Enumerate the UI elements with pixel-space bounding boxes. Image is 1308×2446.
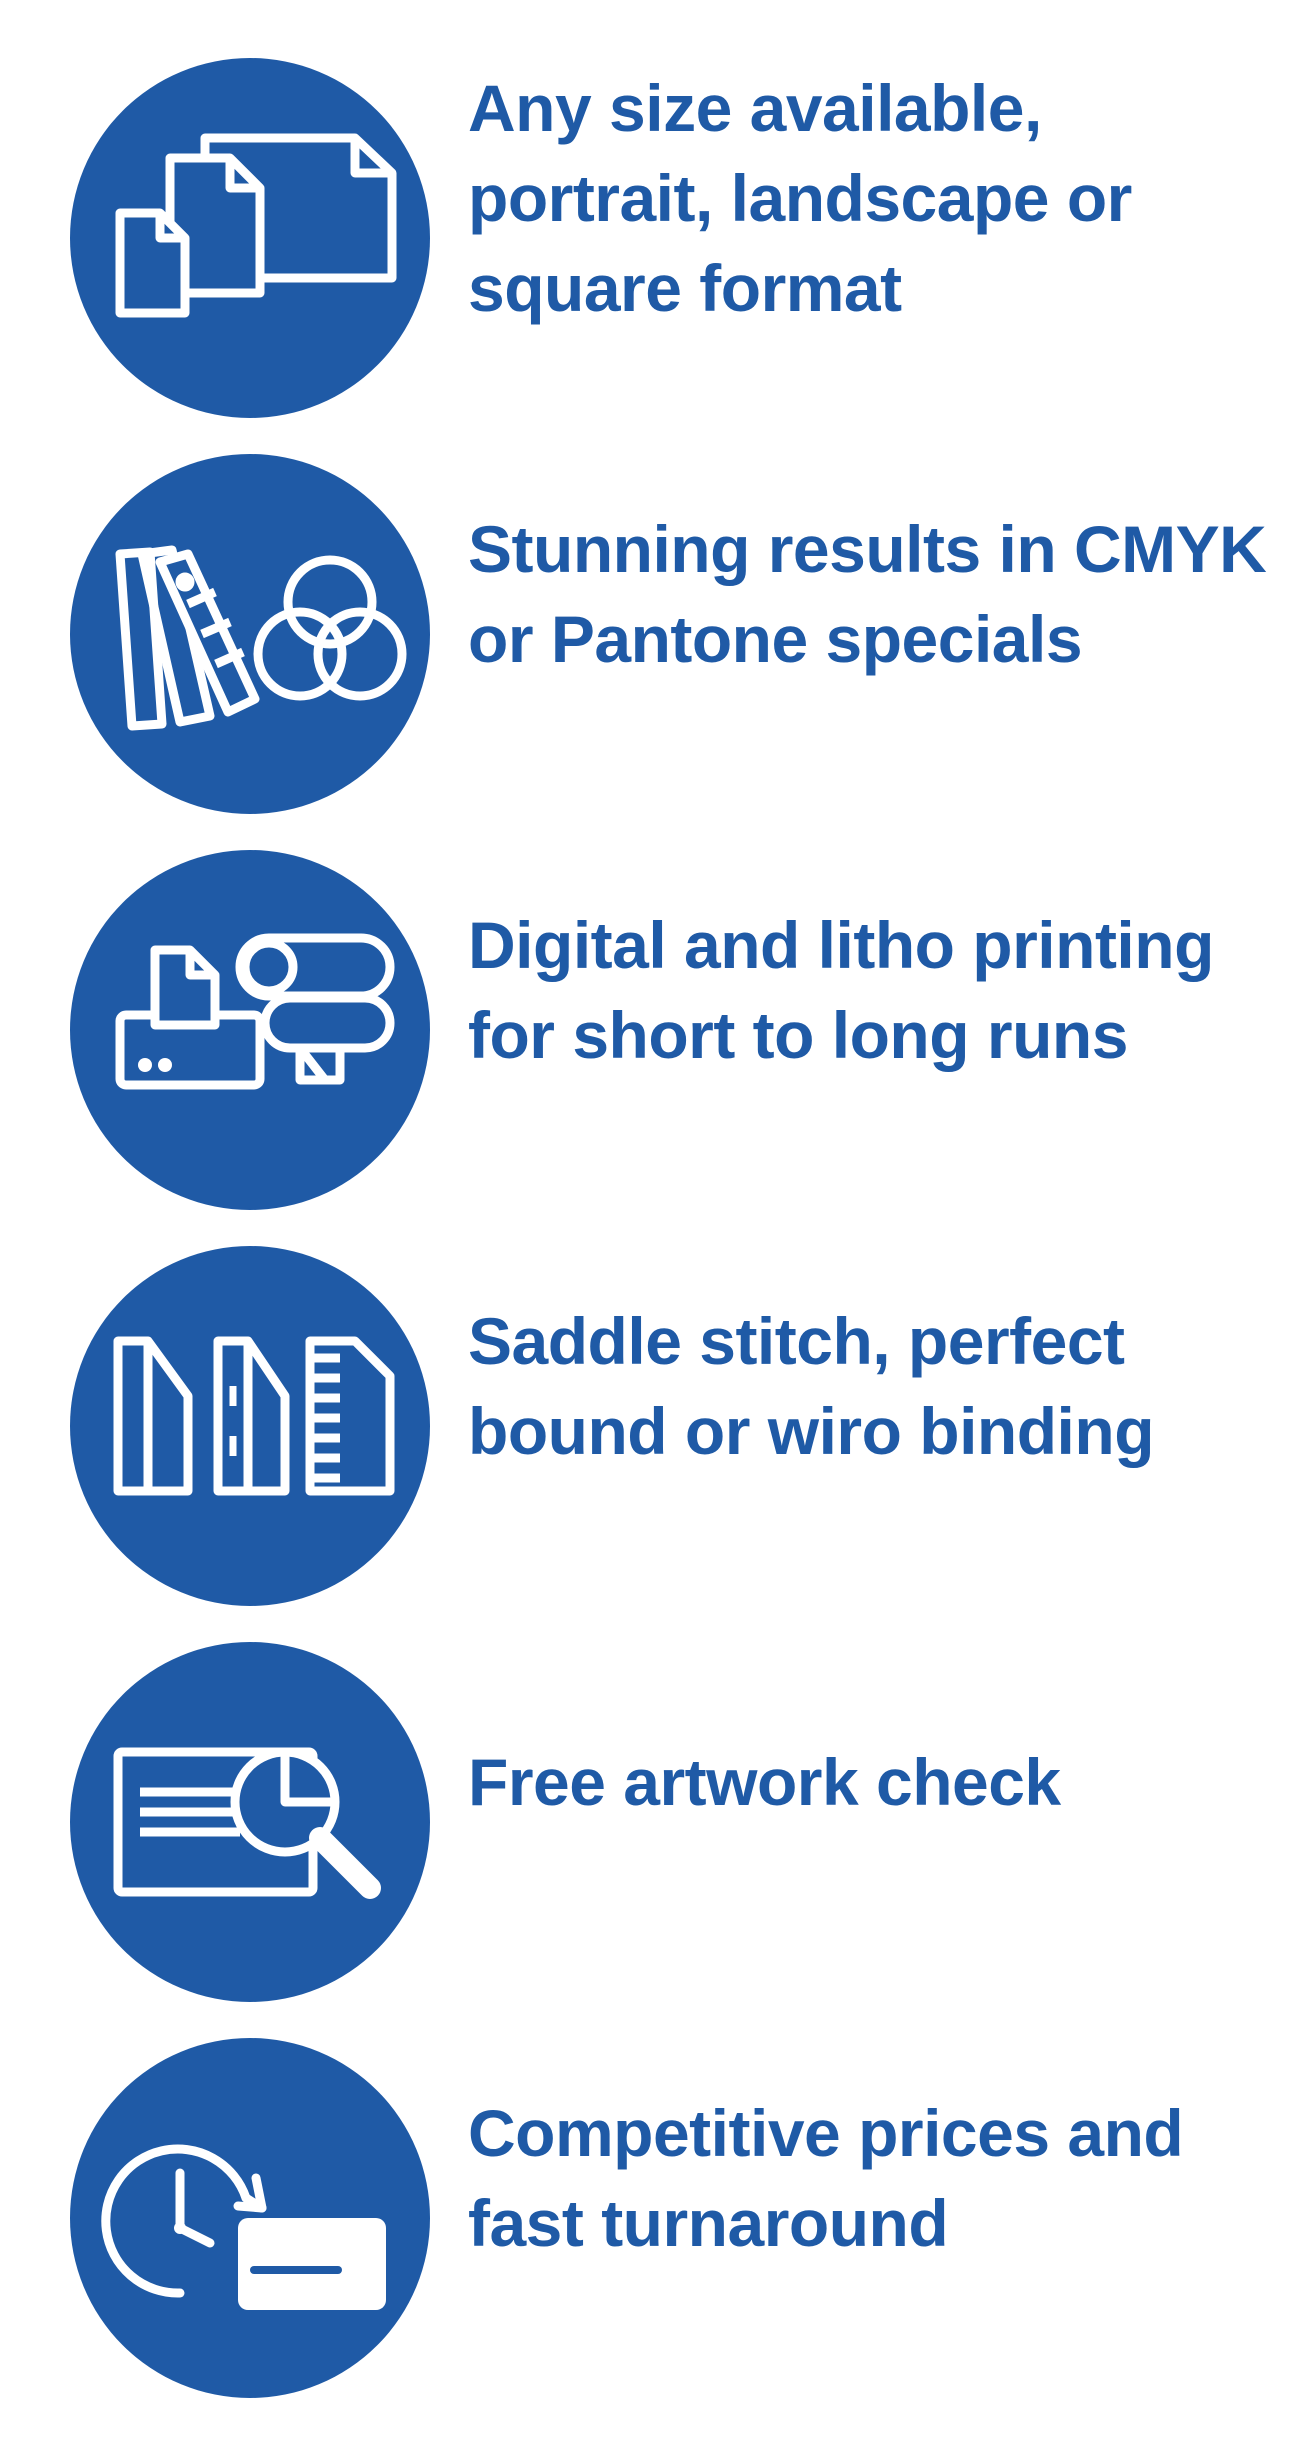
icon-circle [70,454,430,814]
feature-item-prices: Competitive prices and fast turnaround [0,1980,1308,2398]
feature-item-size: Any size available, portrait, landscape … [0,0,1308,418]
feature-item-printing: Digital and litho printing for short to … [0,792,1308,1210]
feature-text: Saddle stitch, perfect bound or wiro bin… [468,1304,1155,1468]
paper-sizes-icon [115,133,397,318]
feature-text: Digital and litho printing for short to … [468,908,1214,1072]
artwork-check-icon [113,1747,381,1899]
clock-card-icon [101,2144,386,2310]
binding-icon [113,1336,395,1496]
icon-circle [70,58,430,418]
feature-text: Any size available, portrait, landscape … [468,71,1132,325]
feature-item-colour: Stunning results in CMYK or Pantone spec… [0,396,1308,814]
feature-item-artwork: Free artwork check [0,1584,1308,2002]
icon-circle [70,850,430,1210]
feature-text: Stunning results in CMYK or Pantone spec… [468,512,1267,676]
feature-text: Free artwork check [468,1745,1061,1819]
feature-text: Competitive prices and fast turnaround [468,2096,1184,2260]
color-swatch-icon [115,545,407,731]
printer-icon [115,933,395,1090]
icon-circle [70,1246,430,1606]
feature-item-binding: Saddle stitch, perfect bound or wiro bin… [0,1188,1308,1606]
icon-circle [70,1642,430,2002]
icon-circle [70,2038,430,2398]
